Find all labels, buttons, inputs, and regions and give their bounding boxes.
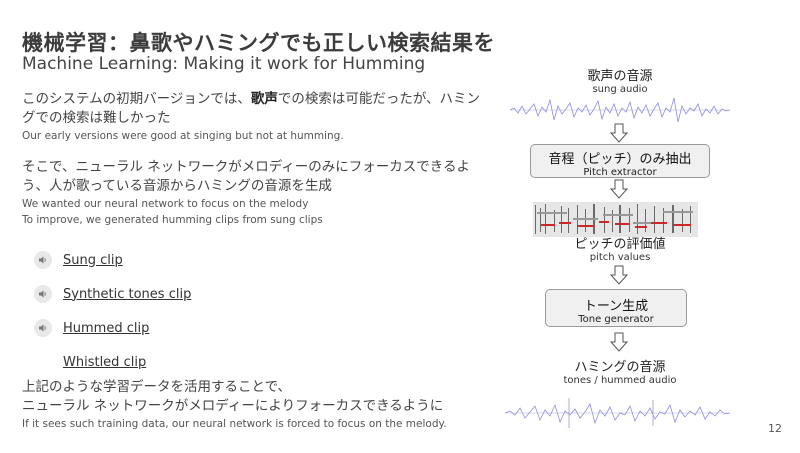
arrow-down-icon: [609, 332, 629, 352]
waveform-hummed: [505, 398, 730, 428]
bold-word: 歌声: [250, 91, 278, 107]
clip-link-hummed[interactable]: Hummed clip: [63, 320, 150, 336]
label-hummed-audio: ハミングの音源 tones / hummed audio: [563, 360, 677, 386]
slide-title-jp: 機械学習：鼻歌やハミングでも正しい検索結果を: [22, 31, 495, 55]
paragraph-training-data: 上記のような学習データを活用することで、 ニューラル ネットワークがメロディーに…: [22, 378, 492, 432]
clip-hummed[interactable]: Hummed clip: [34, 311, 191, 345]
clip-link-sung[interactable]: Sung clip: [63, 252, 123, 268]
label-pitch-values: ピッチの評価値 pitch values: [574, 237, 666, 263]
slide-title-en: Machine Learning: Making it work for Hum…: [22, 54, 426, 74]
clip-whistled[interactable]: Whistled clip: [34, 345, 191, 379]
speaker-icon[interactable]: [34, 319, 52, 337]
speaker-placeholder: [34, 353, 52, 371]
paragraph-jp: そこで、ニューラル ネットワークがメロディーのみにフォーカスできるよう、人が歌っ…: [22, 159, 471, 194]
tone-generator-box: トーン生成 Tone generator: [545, 289, 687, 327]
arrow-down-icon: [609, 179, 629, 199]
clip-synthetic[interactable]: Synthetic tones clip: [34, 277, 191, 311]
pipeline-diagram: 歌声の音源 sung audio 音程（ピッチ）のみ抽出 Pitch extra…: [505, 60, 735, 440]
audio-clip-list: Sung clip Synthetic tones clip Hummed cl…: [34, 243, 191, 379]
waveform-sung: [510, 97, 730, 123]
pitch-spectrogram: [533, 202, 698, 237]
paragraph-en-line2: To improve, we generated humming clips f…: [22, 214, 323, 226]
paragraph-generated-clips: そこで、ニューラル ネットワークがメロディーのみにフォーカスできるよう、人が歌っ…: [22, 158, 482, 228]
paragraph-en: If it sees such training data, our neura…: [22, 418, 447, 430]
paragraph-jp-line2: ニューラル ネットワークがメロディーによりフォーカスできるように: [22, 398, 444, 414]
label-sung-audio: 歌声の音源 sung audio: [587, 69, 653, 95]
clip-link-synthetic[interactable]: Synthetic tones clip: [63, 286, 192, 302]
page-number: 12: [768, 422, 782, 435]
clip-link-whistled[interactable]: Whistled clip: [63, 354, 147, 370]
paragraph-jp: このシステムの初期バージョンでは、歌声での検索は可能だったが、ハミングでの検索は…: [22, 91, 481, 126]
clip-sung[interactable]: Sung clip: [34, 243, 191, 277]
speaker-icon[interactable]: [34, 285, 52, 303]
paragraph-en-line1: We wanted our neural network to focus on…: [22, 198, 309, 210]
paragraph-early-versions: このシステムの初期バージョンでは、歌声での検索は可能だったが、ハミングでの検索は…: [22, 90, 482, 144]
paragraph-en: Our early versions were good at singing …: [22, 130, 344, 142]
speaker-icon[interactable]: [34, 251, 52, 269]
paragraph-jp-line1: 上記のような学習データを活用することで、: [22, 379, 292, 395]
arrow-down-icon: [609, 123, 629, 143]
arrow-down-icon: [609, 265, 629, 285]
pitch-extractor-box: 音程（ピッチ）のみ抽出 Pitch extractor: [530, 144, 710, 178]
